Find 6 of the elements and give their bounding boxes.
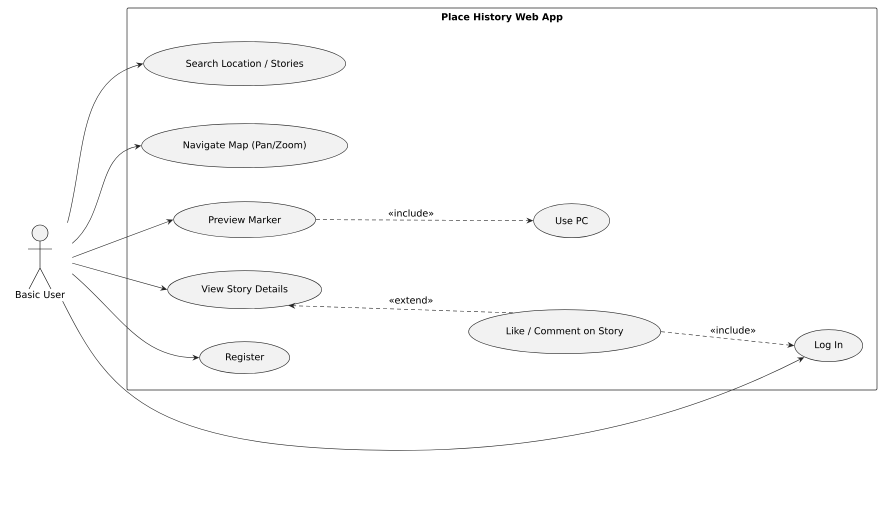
node-label: Basic User <box>16 290 65 298</box>
arrow <box>62 300 804 450</box>
edge-label: «include» <box>386 208 436 218</box>
actor-figure: Basic User <box>16 224 65 298</box>
edge-label: «extend» <box>388 295 434 305</box>
edge-label: «include» <box>708 325 758 335</box>
